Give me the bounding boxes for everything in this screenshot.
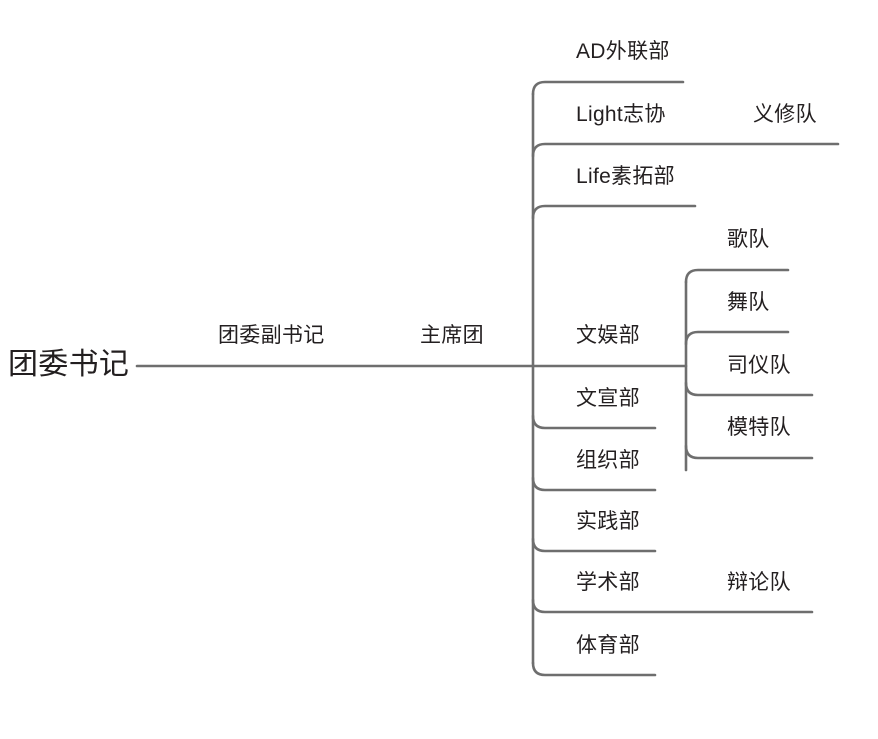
branch-line-light-volunteer xyxy=(531,142,840,158)
branch-line-practice xyxy=(531,537,657,553)
node-model-team[interactable]: 模特队 xyxy=(727,416,791,439)
branch-line-sports xyxy=(531,661,657,677)
node-dance-team[interactable]: 舞队 xyxy=(727,291,770,314)
node-ad-liaison[interactable]: AD外联部 xyxy=(576,40,670,63)
branch-line-model-team xyxy=(684,444,814,460)
node-yixiu-team[interactable]: 义修队 xyxy=(753,103,817,126)
branch-line-academic xyxy=(531,598,814,614)
branch-line-ad-liaison xyxy=(531,80,685,96)
node-entertainment[interactable]: 文娱部 xyxy=(576,324,640,347)
node-host-team[interactable]: 司仪队 xyxy=(727,354,791,377)
node-life-quality[interactable]: Life素拓部 xyxy=(576,165,675,188)
node-debate-team[interactable]: 辩论队 xyxy=(727,571,791,594)
branch-line-publicity xyxy=(531,414,657,430)
node-root-secretary[interactable]: 团委书记 xyxy=(8,348,130,381)
node-practice[interactable]: 实践部 xyxy=(576,510,640,533)
node-sports[interactable]: 体育部 xyxy=(576,634,640,657)
branch-line-dance-team xyxy=(684,330,790,346)
node-organization[interactable]: 组织部 xyxy=(576,449,640,472)
node-academic[interactable]: 学术部 xyxy=(576,571,640,594)
node-light-volunteer[interactable]: Light志协 xyxy=(576,103,666,126)
node-publicity[interactable]: 文宣部 xyxy=(576,387,640,410)
node-song-team[interactable]: 歌队 xyxy=(727,228,770,251)
branch-line-host-team xyxy=(684,381,814,397)
branch-line-organization xyxy=(531,476,657,492)
node-deputy-secretary[interactable]: 团委副书记 xyxy=(218,324,325,347)
branch-line-life-quality xyxy=(531,204,697,220)
node-presidium[interactable]: 主席团 xyxy=(420,324,484,347)
branch-line-song-team xyxy=(684,268,790,284)
